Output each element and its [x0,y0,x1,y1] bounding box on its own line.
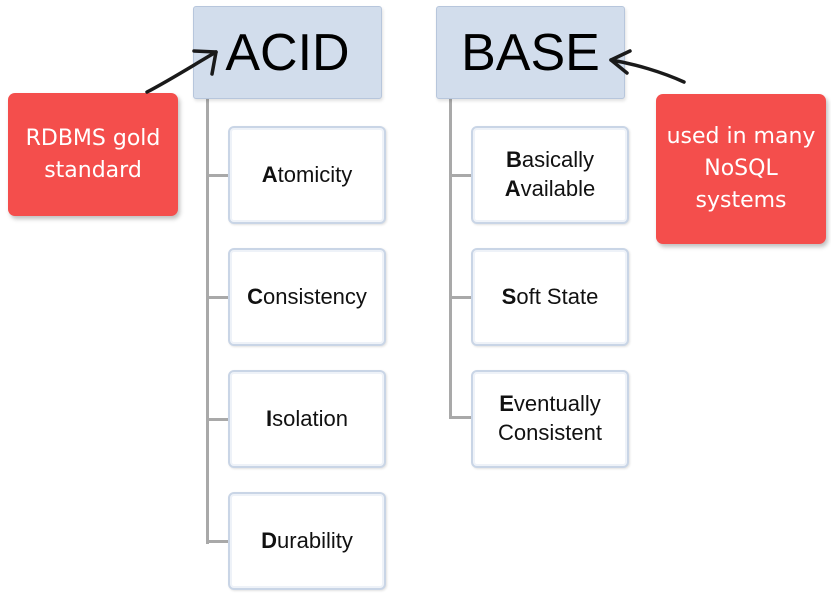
acid-branch-line [206,418,228,421]
callout-line: NoSQL [704,156,778,182]
acid-item-durability: Durability [228,492,386,590]
callout-line: RDBMS gold [25,125,161,151]
callout-line: systems [695,187,787,213]
acid-item-atomicity: Atomicity [228,126,386,224]
base-item-label: oft State [516,283,599,309]
acid-item-label: onsistency [262,283,367,309]
base-trunk-line [449,99,452,419]
acid-branch-line [206,540,228,543]
base-item-initial: B [505,147,522,173]
base-item-initial: E [499,391,514,417]
base-title: BASE [461,23,600,82]
acid-header: ACID [193,6,382,99]
rdbms-callout: RDBMS gold standard [8,93,178,216]
acid-item-isolation: Isolation [228,370,386,468]
acid-item-label: tomicity [277,161,353,187]
nosql-callout: used in many NoSQL systems [656,94,826,244]
acid-branch-line [206,296,228,299]
acid-item-initial: C [247,283,263,309]
acid-item-consistency: Consistency [228,248,386,346]
base-item-label: Consistent [498,420,602,445]
acid-item-initial: I [266,405,273,431]
base-item-eventually-consistent: Eventually Consistent [471,370,629,468]
base-item-label: ventually [513,391,601,417]
acid-item-label: solation [272,405,348,431]
acid-item-initial: A [261,161,278,187]
base-item-initial: A [504,176,521,201]
base-item-label: vailable [520,176,596,201]
acid-title: ACID [225,23,350,82]
base-item-label: asically [521,147,595,173]
callout-line: standard [44,157,142,183]
base-branch-line [449,296,471,299]
base-item-soft-state: Soft State [471,248,629,346]
base-branch-line [449,174,471,177]
base-item-basically-available: Basically Available [471,126,629,224]
arrow-to-acid-icon [145,49,218,94]
callout-line: used in many [666,124,816,150]
base-item-initial: S [501,283,517,309]
acid-item-initial: D [261,527,278,553]
acid-trunk-line [206,99,209,544]
acid-branch-line [206,174,228,177]
acid-item-label: urability [277,527,353,553]
arrow-to-base-icon [609,49,686,84]
base-branch-line [449,416,471,419]
